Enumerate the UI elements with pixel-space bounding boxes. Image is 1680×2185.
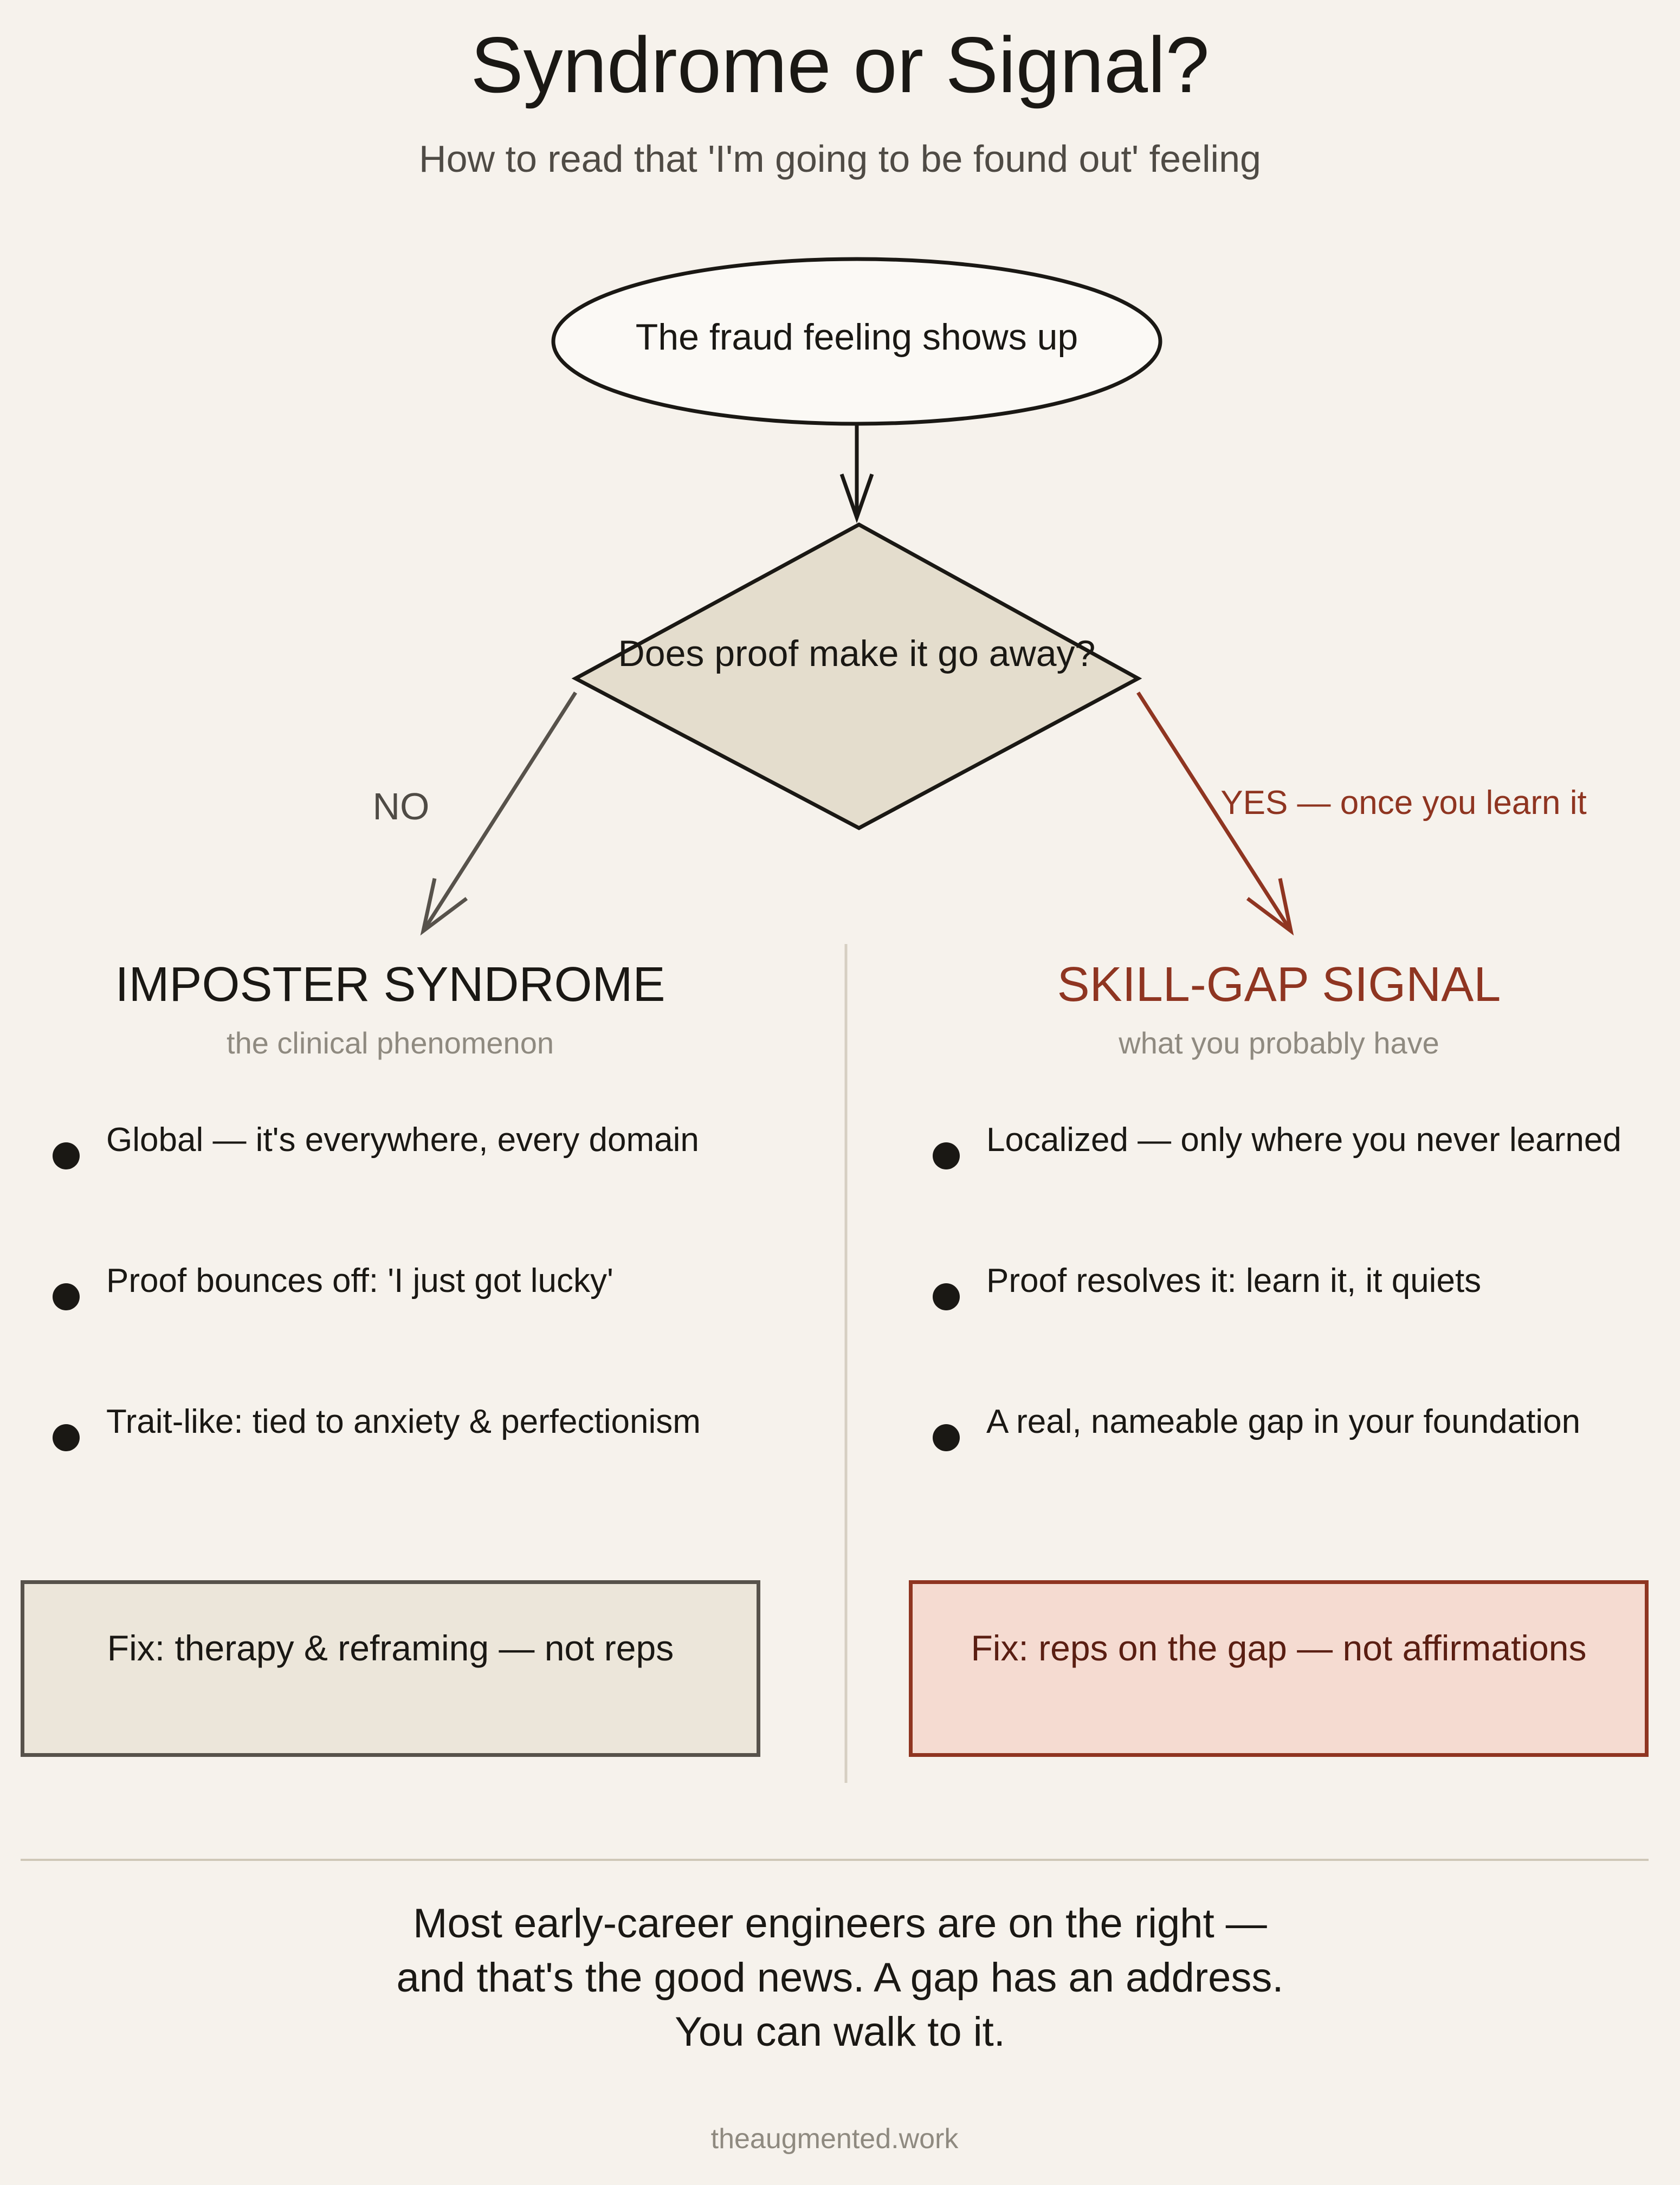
start-node-shape (551, 257, 1162, 426)
left-point-3: Trait-like: tied to anxiety & perfection… (106, 1403, 701, 1440)
imposter-fix-box: Fix: therapy & reframing — not reps (21, 1580, 760, 1757)
start-node-label: The fraud feeling shows up (635, 316, 1078, 358)
skill-gap-subheading: what you probably have (1119, 1026, 1439, 1060)
bullet-icon (933, 1283, 960, 1310)
arrowhead-yes-icon (1246, 878, 1294, 936)
imposter-syndrome-heading: IMPOSTER SYNDROME (115, 958, 665, 1012)
skill-gap-fix-box: Fix: reps on the gap — not affirmations (909, 1580, 1649, 1757)
footer-line-3: You can walk to it. (675, 2009, 1005, 2055)
arrow-no-branch (422, 691, 577, 932)
yes-branch-label: YES — once you learn it (1220, 784, 1587, 822)
imposter-fix-label: Fix: therapy & reframing — not reps (107, 1628, 674, 1668)
skill-gap-fix-label: Fix: reps on the gap — not affirmations (971, 1628, 1587, 1668)
right-point-2: Proof resolves it: learn it, it quiets (986, 1262, 1482, 1300)
bullet-icon (53, 1424, 80, 1451)
site-credit: theaugmented.work (710, 2123, 959, 2155)
right-point-1: Localized — only where you never learned (986, 1121, 1621, 1159)
footer-line-1: Most early-career engineers are on the r… (413, 1900, 1267, 1947)
arrowhead-no-icon (420, 878, 468, 936)
bullet-icon (933, 1142, 960, 1169)
decision-node-label: Does proof make it go away? (618, 633, 1096, 674)
no-branch-label: NO (372, 785, 430, 828)
left-point-1: Global — it's everywhere, every domain (106, 1121, 699, 1159)
bullet-icon (53, 1142, 80, 1169)
right-point-3: A real, nameable gap in your foundation (986, 1403, 1581, 1440)
page-subtitle: How to read that 'I'm going to be found … (419, 138, 1261, 180)
left-point-2: Proof bounces off: 'I just got lucky' (106, 1262, 613, 1300)
decision-node-shape (571, 522, 1142, 830)
skill-gap-heading: SKILL-GAP SIGNAL (1057, 958, 1501, 1012)
page-title: Syndrome or Signal? (470, 21, 1210, 109)
footer-message: Most early-career engineers are on the r… (0, 1897, 1680, 2059)
footer-line-2: and that's the good news. A gap has an a… (396, 1955, 1284, 2001)
bullet-icon (933, 1424, 960, 1451)
arrow-yes-branch (1136, 691, 1293, 932)
imposter-syndrome-subheading: the clinical phenomenon (227, 1026, 554, 1060)
arrowhead-down-icon (839, 473, 874, 523)
bullet-icon (53, 1283, 80, 1310)
